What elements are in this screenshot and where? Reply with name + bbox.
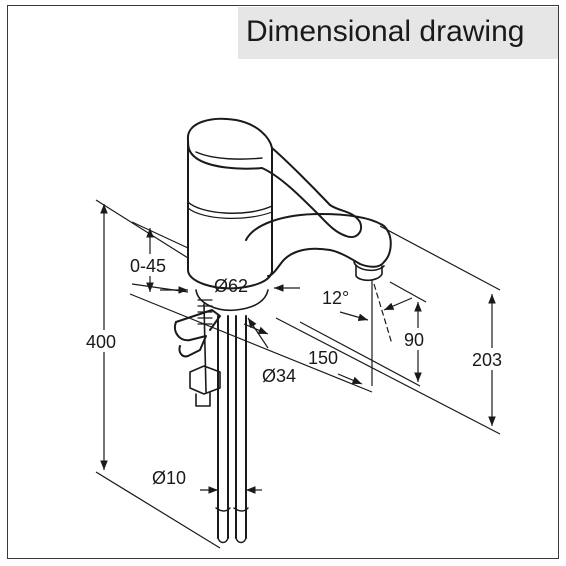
lever-handle — [186, 117, 362, 238]
supply-pipe-right — [235, 315, 247, 539]
dim-label-angle-12: 12° — [322, 288, 349, 308]
dim-34-leader — [247, 317, 269, 349]
drawing-frame — [7, 5, 559, 559]
dim-label-203: 203 — [472, 350, 502, 370]
page-title: Dimensional drawing — [246, 15, 525, 48]
dim-label-diameter-34: Ø34 — [262, 366, 296, 386]
dim-12-angle-arrow — [339, 311, 369, 322]
spout — [245, 213, 392, 277]
dim-150-arrow — [337, 373, 363, 385]
dim-label-diameter-10: Ø10 — [152, 468, 186, 488]
dim-label-150: 150 — [308, 348, 338, 368]
dim-label-diameter-62: Ø62 — [214, 276, 248, 296]
dim-label-400: 400 — [86, 332, 116, 352]
title-bar — [238, 7, 558, 59]
threaded-rod — [203, 303, 207, 393]
mounting-clamp — [174, 321, 207, 358]
faucet-illustration — [174, 117, 392, 544]
dim-label-0-45: 0-45 — [130, 256, 166, 276]
dim-label-90: 90 — [404, 330, 424, 350]
nut — [189, 365, 221, 395]
supply-pipe-left — [217, 315, 229, 539]
